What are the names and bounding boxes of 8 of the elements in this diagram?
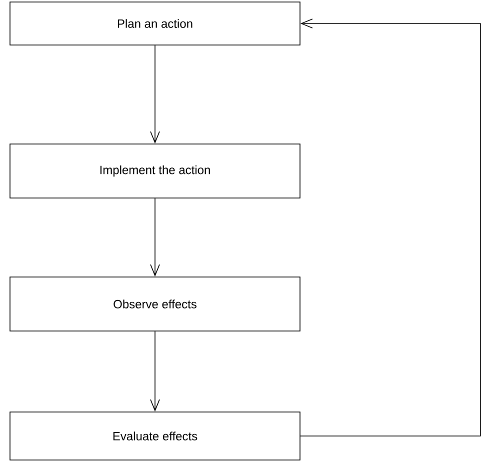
process-box: Observe effects xyxy=(10,276,300,332)
arrow xyxy=(150,331,160,412)
arrow xyxy=(150,198,160,277)
arrow xyxy=(150,45,160,144)
process-box: Implement the action xyxy=(10,144,300,198)
arrow xyxy=(300,18,481,436)
process-box: Evaluate effects xyxy=(10,412,300,460)
process-box: Plan an action xyxy=(10,2,300,46)
